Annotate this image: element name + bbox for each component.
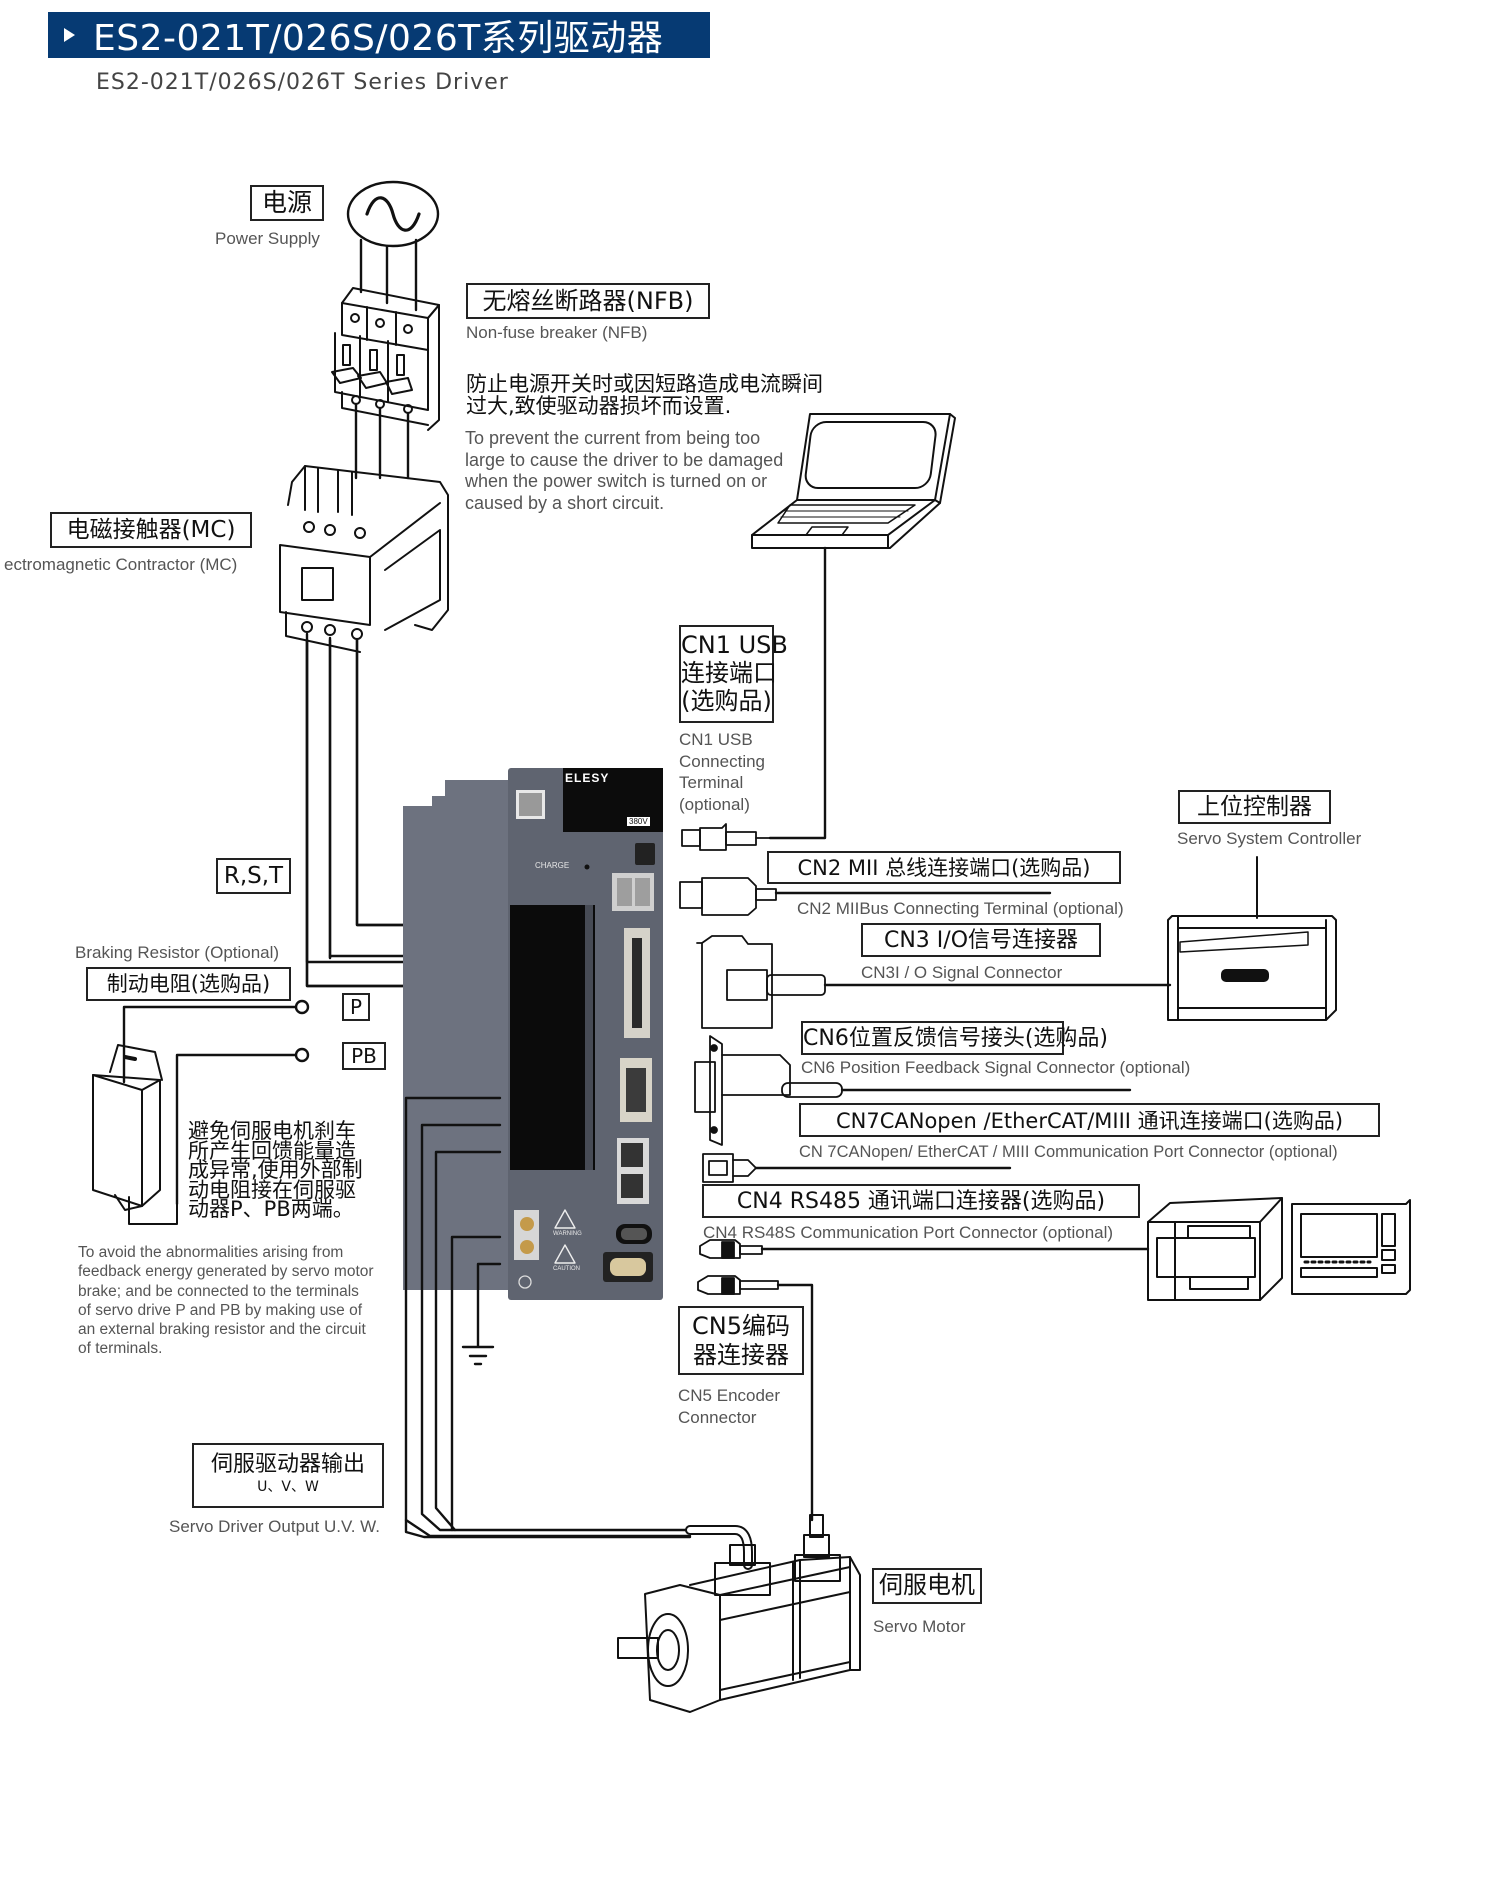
- cn7-plug-icon: [702, 1153, 757, 1183]
- breaker-note-en-3: when the power switch is turned on or: [465, 471, 768, 491]
- output-label-zh: 伺服驱动器输出: [210, 1452, 365, 1477]
- triangle-bullet-icon: [64, 28, 75, 42]
- cn1-label-en-1: CN1 USB: [679, 730, 753, 749]
- cn5-label-zh-1: CN5编码: [692, 1312, 790, 1340]
- driver-brand-logo: ELESY: [565, 771, 610, 785]
- motor-label-en: Servo Motor: [873, 1617, 966, 1636]
- cn6-label-en: CN6 Position Feedback Signal Connector (…: [801, 1058, 1191, 1077]
- braking-note-en-6: of terminals.: [78, 1340, 163, 1358]
- power-supply-label-zh: 电源: [250, 185, 324, 221]
- contactor-icon: [279, 465, 449, 653]
- cn2-plug-icon: [679, 877, 777, 916]
- cn2-label-en: CN2 MIIBus Connecting Terminal (optional…: [797, 899, 1124, 918]
- page-title: ES2-021T/026S/026T系列驱动器: [93, 18, 664, 59]
- breaker-note-zh-1: 防止电源开关时或因短路造成电流瞬间: [466, 372, 823, 396]
- braking-resistor-label-zh: 制动电阻(选购品): [86, 967, 291, 1001]
- cn5-label-zh-2: 器连接器: [693, 1341, 789, 1369]
- breaker-icon: [331, 287, 440, 431]
- cn2-label-zh: CN2 MII 总线连接端口(选购品): [767, 851, 1121, 884]
- driver-warning-label: WARNING: [553, 1231, 582, 1237]
- cn5-label-en-2: Connector: [678, 1408, 757, 1427]
- output-label-box: 伺服驱动器输出 U、V、W: [192, 1443, 384, 1508]
- encoder-cable: [776, 1283, 814, 1522]
- cn1-label-zh-1: CN1 USB: [681, 631, 788, 659]
- braking-note-zh-1: 避免伺服电机刹车: [188, 1119, 356, 1143]
- supply-wires: [359, 238, 418, 312]
- braking-resistor-icon: [92, 1044, 178, 1225]
- cn5-label-en: CN5 Encoder Connector: [678, 1385, 780, 1429]
- breaker-note-en-1: To prevent the current from being too: [465, 428, 761, 448]
- cn3-label-en: CN3I / O Signal Connector: [861, 963, 1063, 982]
- driver-charge-label: CHARGE: [535, 861, 570, 870]
- controller-label-en: Servo System Controller: [1177, 829, 1362, 848]
- contactor-label-zh: 电磁接触器(MC): [50, 512, 252, 548]
- controller-label-zh: 上位控制器: [1178, 790, 1331, 824]
- breaker-to-contactor-wires: [354, 402, 410, 480]
- power-supply-label-en: Power Supply: [215, 229, 320, 248]
- driver-caution-label: CAUTION: [553, 1266, 580, 1272]
- cn3-plug-icon: [696, 935, 826, 1029]
- usb-plug-icon: [681, 823, 771, 851]
- braking-resistor-label-en: Braking Resistor (Optional): [75, 943, 280, 962]
- output-label-sub: U、V、W: [257, 1479, 319, 1496]
- cn7-label-zh: CN7CANopen /EtherCAT/MIII 通讯连接端口(选购品): [799, 1103, 1380, 1137]
- servo-motor-icon: [617, 1514, 861, 1713]
- breaker-label-zh: 无熔丝断路器(NFB): [466, 283, 710, 319]
- cn1-label-en: CN1 USB Connecting Terminal (optional): [679, 729, 765, 815]
- braking-note-en: To avoid the abnormalities arising from …: [78, 1243, 374, 1359]
- servo-driver: [403, 768, 663, 1300]
- cn1-label-en-2: Connecting: [679, 751, 766, 771]
- contactor-label-en: ectromagnetic Contractor (MC): [4, 555, 238, 574]
- cn5-label-zh: CN5编码 器连接器: [678, 1306, 804, 1375]
- cn5-label-en-1: CN5 Encoder: [678, 1386, 781, 1405]
- breaker-note-en: To prevent the current from being too la…: [465, 428, 783, 514]
- usb-cable: [768, 546, 827, 840]
- output-label-en: Servo Driver Output U.V. W.: [169, 1517, 380, 1536]
- braking-note-en-4: of servo drive P and PB by making use of: [78, 1301, 363, 1319]
- cn5-plug-icon: [697, 1275, 779, 1295]
- braking-note-en-1: To avoid the abnormalities arising from: [78, 1244, 344, 1261]
- laptop-icon: [751, 413, 956, 549]
- terminal-p-label: P: [342, 993, 370, 1021]
- cn7-label-en: CN 7CANopen/ EtherCAT / MIII Communicati…: [799, 1143, 1338, 1161]
- plc-icon: [1147, 1197, 1283, 1301]
- cn1-label-zh-2: 连接端口: [681, 659, 777, 687]
- hmi-panel-icon: [1291, 1199, 1411, 1295]
- braking-note-zh-2: 所产生回馈能量造: [188, 1138, 356, 1163]
- breaker-note-en-4: caused by a short circuit.: [465, 492, 665, 513]
- braking-note-zh-5: 动器P、PB两端。: [188, 1197, 354, 1221]
- ground-wire: [461, 1262, 502, 1366]
- braking-note-zh-4: 动电阻接在伺服驱: [188, 1177, 356, 1202]
- rst-label: R,S,T: [216, 858, 291, 894]
- breaker-note-en-2: large to cause the driver to be damaged: [465, 449, 784, 470]
- braking-note-zh: 避免伺服电机刹车 所产生回馈能量造 成异常,使用外部制 动电阻接在伺服驱 动器P…: [188, 1119, 363, 1221]
- cn1-label-en-4: (optional): [679, 794, 750, 814]
- motor-power-cable: [404, 1518, 753, 1570]
- controller-icon: [1167, 856, 1337, 1021]
- cn4-label-en: CN4 RS48S Communication Port Connector (…: [703, 1223, 1114, 1242]
- breaker-note-zh-2: 过大,致使驱动器损坏而设置.: [466, 394, 732, 418]
- cn4-label-zh: CN4 RS485 通讯端口连接器(选购品): [702, 1184, 1140, 1218]
- cn6-label-zh: CN6位置反馈信号接头(选购品): [801, 1021, 1108, 1055]
- braking-note-en-3: brake; and be connected to the terminals: [78, 1282, 359, 1300]
- driver-voltage-label: 380V: [627, 817, 650, 826]
- cn1-label-zh: CN1 USB 连接端口 (选购品): [679, 625, 788, 723]
- braking-note-zh-3: 成异常,使用外部制: [188, 1158, 363, 1182]
- motor-label-zh: 伺服电机: [872, 1568, 982, 1604]
- page-subtitle: ES2-021T/026S/026T Series Driver: [96, 70, 509, 95]
- cn1-label-zh-3: (选购品): [681, 687, 772, 715]
- breaker-label-en: Non-fuse breaker (NFB): [466, 323, 648, 342]
- ac-source-icon: [346, 180, 440, 248]
- terminal-pb-label: PB: [342, 1042, 386, 1070]
- cn1-label-en-3: Terminal: [679, 773, 744, 792]
- cn6-plug-icon: [694, 1035, 843, 1146]
- cn3-label-zh: CN3 I/O信号连接器: [861, 923, 1101, 957]
- title-banner: ES2-021T/026S/026T系列驱动器: [48, 12, 710, 59]
- braking-note-en-2: feedback energy generated by servo motor: [78, 1263, 374, 1281]
- braking-note-en-5: an external braking resistor and the cir…: [78, 1321, 366, 1339]
